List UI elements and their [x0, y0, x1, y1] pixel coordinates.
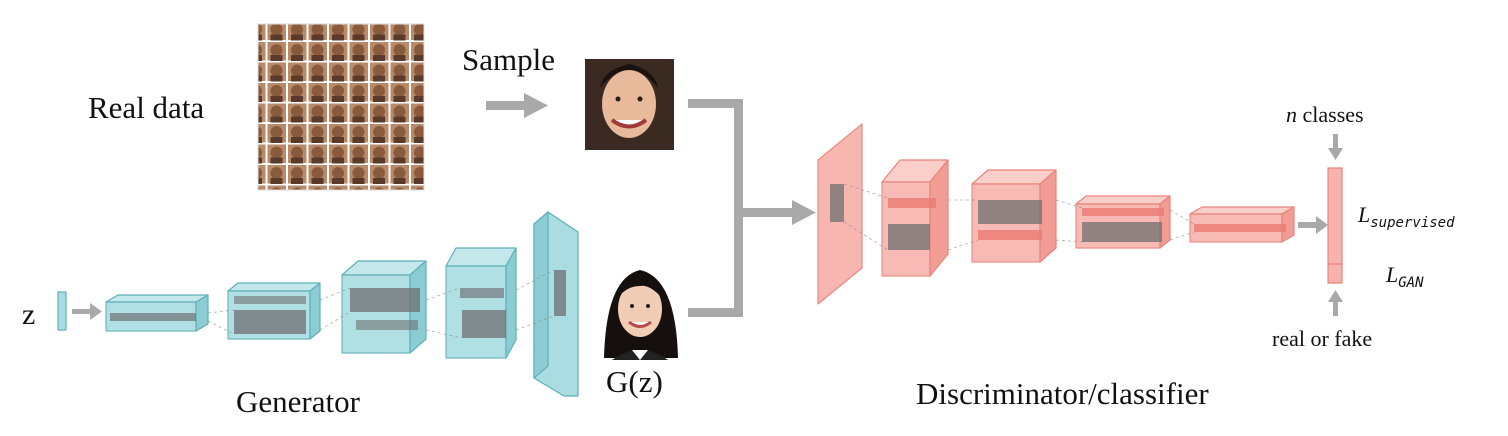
discriminator-output-vector	[1327, 167, 1343, 284]
real-or-fake-label: real or fake	[1272, 326, 1373, 351]
sample-arrow	[486, 93, 548, 118]
classes-text: classes	[1297, 102, 1364, 127]
real-data-label: Real data	[88, 90, 205, 125]
sample-face-photo	[585, 59, 674, 150]
real-data-image-grid	[257, 23, 425, 191]
gan-loss-label: LGAN	[1386, 262, 1424, 291]
generator-output-plane	[533, 211, 579, 397]
gan-subscript: GAN	[1398, 275, 1424, 291]
discriminator-layer-2	[971, 169, 1057, 263]
discriminator-layer-4	[1189, 206, 1295, 243]
generator-layer-3	[341, 260, 427, 354]
discriminator-input-plane	[817, 123, 863, 305]
n-variable: n	[1286, 102, 1297, 127]
supervised-loss-label: Lsupervised	[1358, 202, 1455, 231]
merge-connector-arrow	[688, 99, 816, 317]
n-classes-label: n classes	[1286, 104, 1364, 126]
discriminator-layer-3	[1075, 195, 1171, 249]
discriminator-output-arrow	[1298, 216, 1328, 234]
z-label: z	[22, 298, 36, 331]
discriminator-label: Discriminator/classifier	[916, 376, 1209, 411]
supervised-subscript: supervised	[1370, 215, 1455, 231]
n-classes-arrow	[1328, 134, 1343, 160]
loss-symbol: L	[1358, 202, 1371, 227]
loss-symbol: L	[1386, 262, 1399, 287]
generator-layer-1	[105, 294, 209, 332]
z-to-generator-arrow	[72, 303, 102, 320]
z-input-vector	[57, 291, 67, 331]
real-or-fake-arrow	[1328, 290, 1343, 316]
discriminator-layer-1	[881, 159, 949, 277]
generator-network	[57, 211, 579, 397]
discriminator-network	[817, 123, 1343, 305]
sample-label: Sample	[462, 42, 555, 77]
generated-face-photo	[596, 266, 683, 360]
generator-layer-4	[445, 247, 517, 359]
gz-label: G(z)	[606, 364, 663, 399]
generator-label: Generator	[236, 384, 360, 419]
generator-layer-2	[227, 282, 321, 340]
